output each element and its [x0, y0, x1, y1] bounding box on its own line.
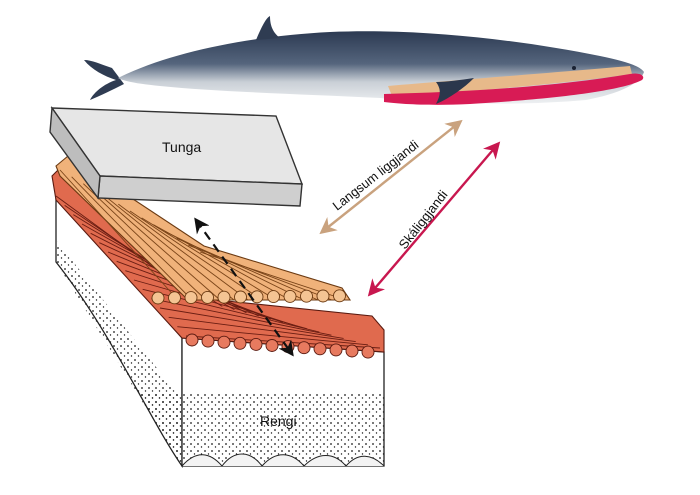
oblique-fiber-end	[265, 339, 279, 352]
longitudinal-fiber-end	[333, 289, 346, 303]
base-bottom-scallops	[181, 453, 385, 467]
whale-illustration	[84, 16, 644, 105]
longitudinal-fiber-end	[316, 289, 330, 303]
oblique-fiber-end	[233, 336, 247, 350]
longitudinal-fiber-end	[168, 291, 181, 305]
longitudinal-fiber-line	[59, 169, 179, 301]
oblique-fiber-end	[345, 344, 359, 358]
oblique-fiber-end	[361, 345, 375, 359]
oblique-fiber-end	[313, 342, 327, 356]
longitudinal-arrow	[319, 119, 463, 235]
base-label: Rengi	[260, 413, 297, 429]
oblique-fiber-end	[249, 337, 263, 351]
longitudinal-fiber-end	[283, 289, 297, 303]
longitudinal-fiber-end	[151, 291, 165, 305]
oblique-fiber-end	[297, 341, 311, 355]
longitudinal-fiber-line	[83, 183, 207, 301]
longitudinal-fiber-end	[201, 290, 214, 304]
whale-eye	[572, 66, 576, 70]
longitudinal-fiber-end	[267, 290, 280, 304]
tongue-label: Tunga	[162, 139, 201, 155]
longitudinal-fiber-end	[300, 289, 313, 303]
longitudinal-fiber-line	[71, 176, 193, 301]
longitudinal-label: Langsum liggjandi	[330, 137, 422, 213]
whale-dorsal-fin	[256, 16, 280, 40]
longitudinal-fiber-end	[184, 291, 198, 305]
tongue-block	[49, 106, 304, 207]
oblique-arrow	[367, 141, 501, 297]
whale-tail-fluke	[84, 60, 124, 100]
longitudinal-fiber-end	[234, 290, 247, 304]
oblique-fiber-end	[201, 334, 215, 348]
tongue-block-side	[49, 106, 101, 200]
oblique-label: Skáliggjandi	[396, 187, 451, 252]
oblique-fiber-end	[185, 333, 199, 347]
fiber-direction-arrow	[194, 217, 294, 357]
whale-pectoral-fin	[436, 78, 474, 104]
longitudinal-fiber-end	[217, 290, 231, 304]
base-texture-dots-side	[56, 240, 182, 466]
oblique-fiber-end	[217, 335, 231, 349]
oblique-fiber-end	[329, 343, 343, 357]
